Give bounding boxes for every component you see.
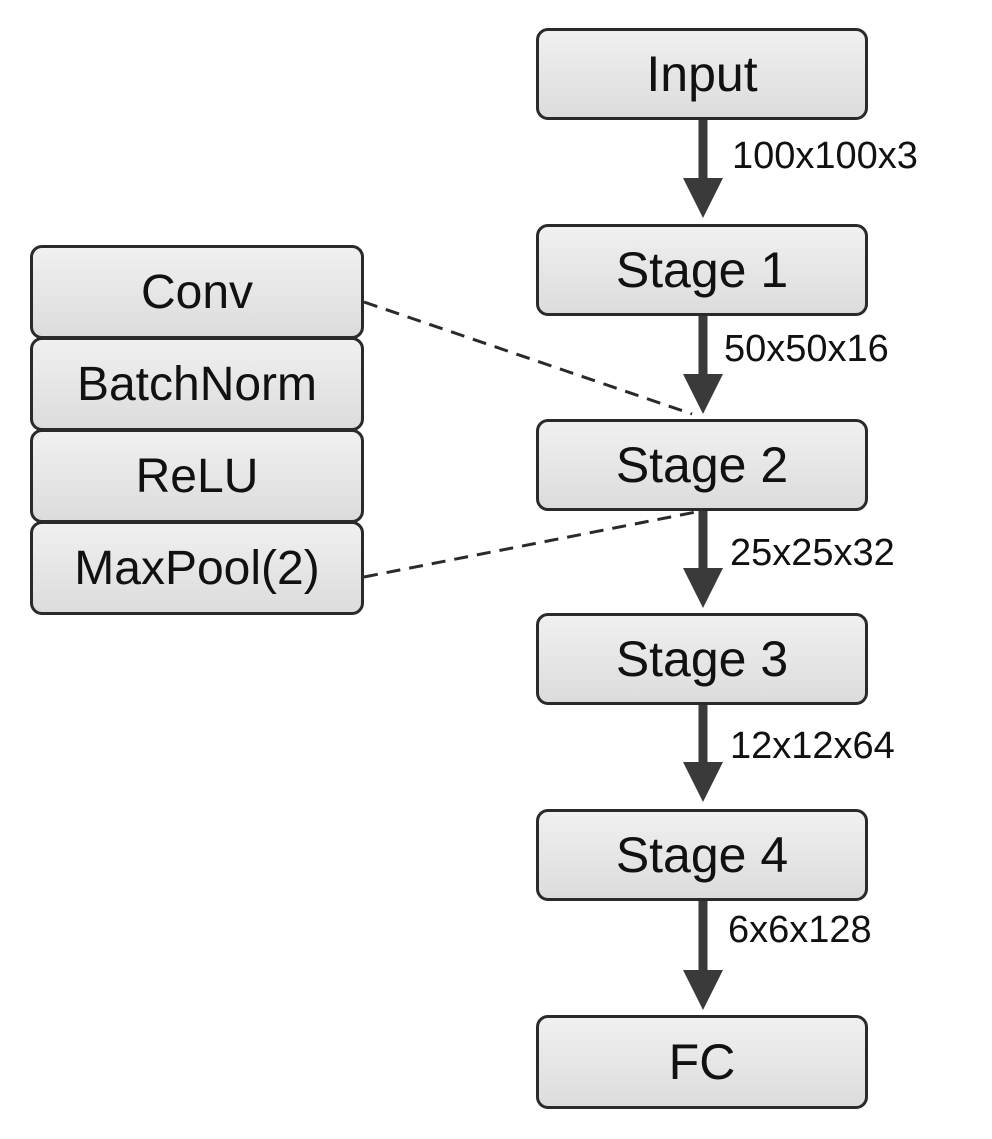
dimension-label-stage3: 12x12x64 — [730, 725, 895, 767]
layer-relu-box: ReLU — [30, 429, 364, 523]
layer-maxpool-box: MaxPool(2) — [30, 521, 364, 615]
stage-1-label: Stage 1 — [615, 242, 789, 298]
dimension-label-stage2: 25x25x32 — [730, 532, 895, 574]
layer-conv-box: Conv — [30, 245, 364, 339]
stage-2-box: Stage 2 — [536, 419, 868, 511]
stage-4-label: Stage 4 — [615, 827, 789, 883]
arrow-stage2-to-stage3 — [683, 511, 723, 608]
fc-label: FC — [668, 1034, 736, 1090]
stage-4-box: Stage 4 — [536, 809, 868, 901]
dashed-connector-top — [363, 300, 693, 416]
input-label: Input — [646, 46, 758, 102]
input-box: Input — [536, 28, 868, 120]
dimension-label-stage1: 50x50x16 — [724, 328, 889, 370]
stage-3-label: Stage 3 — [615, 631, 789, 687]
arrow-stage3-to-stage4 — [683, 705, 723, 802]
layer-conv-label: Conv — [140, 265, 254, 319]
arrow-input-to-stage1 — [683, 120, 723, 218]
dimension-label-input: 100x100x3 — [732, 135, 918, 177]
fc-box: FC — [536, 1015, 868, 1109]
dimension-label-stage4: 6x6x128 — [728, 909, 872, 951]
layer-maxpool-label: MaxPool(2) — [74, 541, 320, 595]
layer-batchnorm-label: BatchNorm — [76, 357, 318, 411]
stage-3-box: Stage 3 — [536, 613, 868, 705]
arrow-stage4-to-fc — [683, 901, 723, 1010]
arrow-stage1-to-stage2 — [683, 316, 723, 414]
layer-batchnorm-box: BatchNorm — [30, 337, 364, 431]
stage-1-box: Stage 1 — [536, 224, 868, 316]
dashed-connector-bottom — [363, 510, 697, 579]
layer-relu-label: ReLU — [135, 449, 259, 503]
stage-2-label: Stage 2 — [615, 437, 789, 493]
